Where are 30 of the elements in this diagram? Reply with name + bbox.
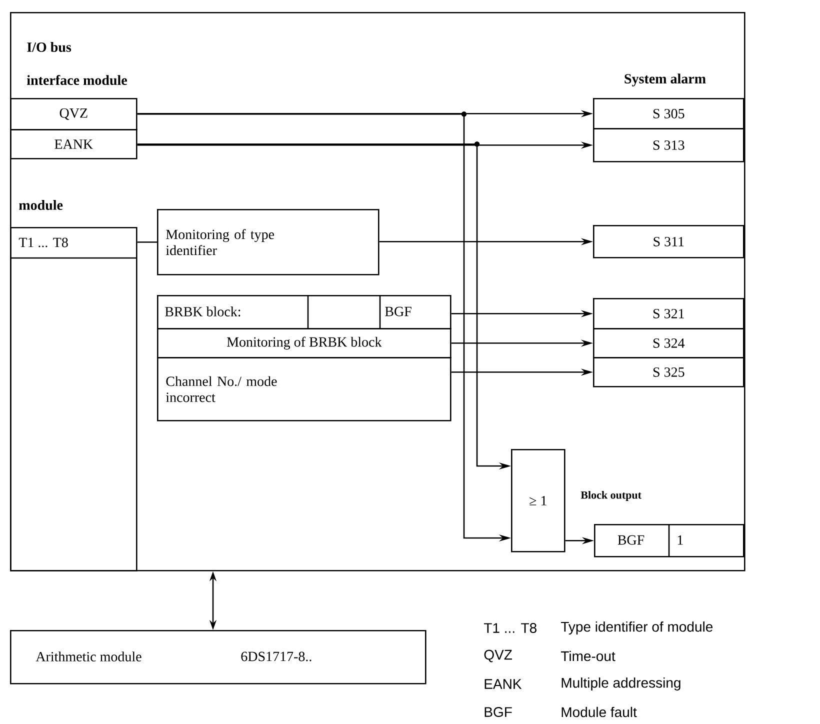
legend-description: Time-out <box>560 650 616 662</box>
legend-term: BGF <box>484 707 512 717</box>
signal-cell: S 305 <box>593 98 744 130</box>
line <box>137 242 157 243</box>
heading: module <box>19 200 63 210</box>
legend-description: Module fault <box>562 706 637 718</box>
table-row: BGF 1 <box>594 524 744 558</box>
signal-cell: T1 ... T8 <box>10 227 138 572</box>
heading: interface module <box>26 74 127 85</box>
signal-cell: S 325 <box>593 357 744 388</box>
legend-term: QVZ <box>484 650 512 662</box>
process-box: Channel No./ mode incorrect <box>157 357 452 422</box>
signal-cell: S 313 <box>593 128 744 162</box>
legend-term: EANK <box>484 679 522 689</box>
legend-term: T1 ... T8 <box>484 623 536 633</box>
module-box: Arithmetic module 6DS1717-8.. <box>10 630 426 684</box>
legend-description: Multiple addressing <box>562 677 680 691</box>
legend-description: Type identifier of module <box>560 621 713 635</box>
table-row: BRBK block: BGF <box>157 295 452 330</box>
heading: Block output <box>580 491 642 501</box>
signal-cell: EANK <box>10 129 138 160</box>
or-gate: ≥ 1 <box>511 449 566 552</box>
signal-cell: S 324 <box>593 328 744 358</box>
signal-cell: S 311 <box>593 225 744 258</box>
signal-cell: QVZ <box>10 98 138 130</box>
signal-cell: S 321 <box>593 298 744 330</box>
module-frame <box>10 12 746 572</box>
process-box: Monitoring of BRBK block <box>157 328 452 358</box>
process-box: Monitoring of type identifier <box>157 209 380 276</box>
heading: I/O bus <box>27 42 72 52</box>
